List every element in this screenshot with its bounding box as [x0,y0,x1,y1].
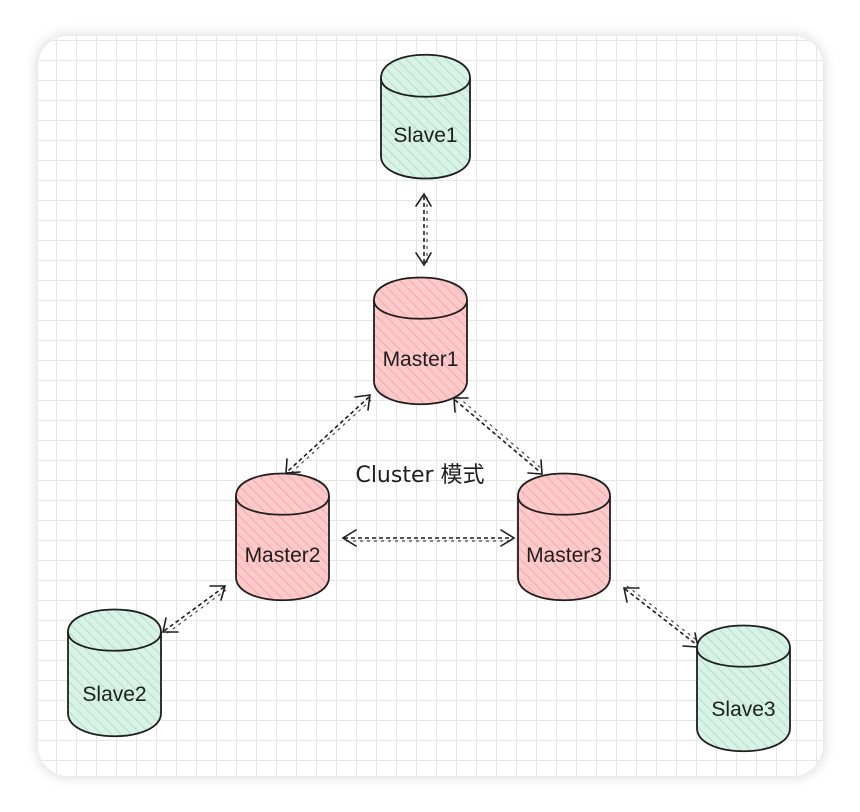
master1-label: Master1 [383,348,459,371]
slave1-cylinder [380,53,471,180]
master2-label: Master2 [245,544,321,567]
master3-cylinder-rim [517,495,611,516]
node-master3: Master3 [517,472,611,602]
node-slave2: Slave2 [67,608,162,738]
edge-master2-slave2 [162,585,227,635]
master2-cylinder [235,472,330,602]
master3-label: Master3 [526,544,602,567]
master3-cylinder [517,472,611,602]
master1-cylinder-rim [373,299,468,320]
slave1-cylinder-rim [380,77,471,98]
node-master2: Master2 [235,472,330,602]
slave1-label: Slave1 [393,124,457,147]
slave3-cylinder [696,624,791,753]
node-slave1: Slave1 [380,53,471,180]
edge-master3-slave3 [623,585,700,648]
slave2-cylinder-rim [67,631,162,652]
slave3-cylinder-rim [696,647,791,668]
edge-master2-master3 [341,529,516,547]
master2-cylinder-rim [235,495,330,516]
edge-slave1-master1 [415,192,432,267]
slave2-label: Slave2 [82,683,146,706]
diagram-title: Cluster 模式 [355,463,484,488]
node-master1: Master1 [373,276,468,406]
slave2-cylinder [67,608,162,738]
master1-cylinder [373,276,468,406]
slave3-label: Slave3 [711,698,775,721]
node-slave3: Slave3 [696,624,791,753]
edge-master1-master2 [285,394,372,474]
